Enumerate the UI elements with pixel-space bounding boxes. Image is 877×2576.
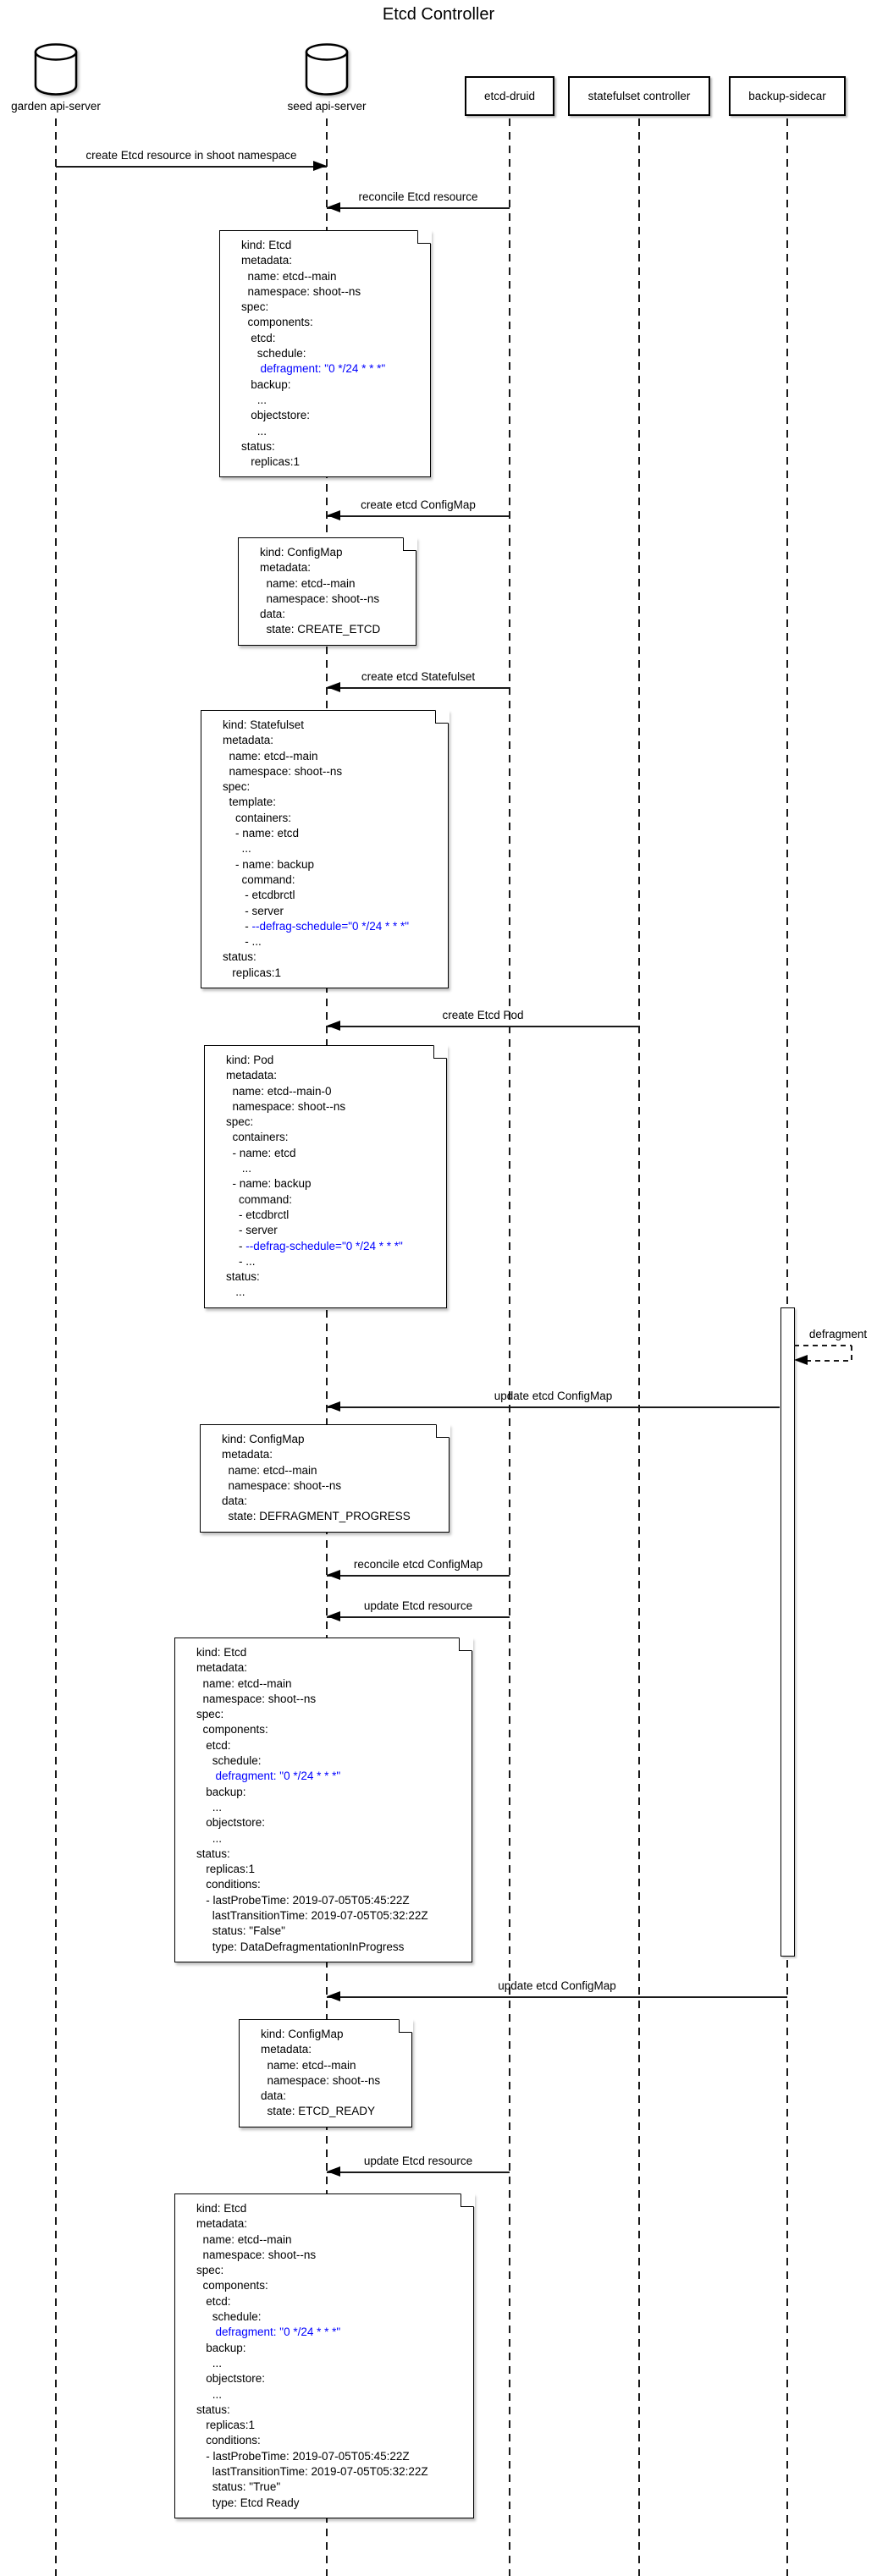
self-message-line-side-defragment [851, 1346, 852, 1361]
self-message-label-defragment: defragment [808, 1328, 868, 1340]
message-label-update-etcd-configmap-1: update etcd ConfigMap [494, 1390, 613, 1402]
database-icon-seed-api-server [303, 42, 350, 96]
message-line-update-etcd-resource-2 [327, 2171, 510, 2173]
arrowhead-update-etcd-configmap-2 [327, 1991, 340, 2001]
message-line-create-etcd-configmap [327, 515, 510, 517]
participant-etcd-druid: etcd-druid [465, 76, 554, 116]
participant-label-seed-api-server: seed api-server [287, 100, 367, 113]
note-fold-icon [433, 1044, 448, 1060]
message-label-update-etcd-resource-1: update Etcd resource [363, 1599, 473, 1612]
arrowhead-create-etcd-pod [327, 1021, 340, 1031]
message-label-update-etcd-configmap-2: update etcd ConfigMap [498, 1979, 616, 1992]
message-label-create-etcd-statefulset: create etcd Statefulset [361, 670, 476, 683]
arrowhead-create-etcd-statefulset [327, 682, 340, 692]
lifeline-etcd-druid [509, 118, 510, 2576]
arrowhead-defragment [794, 1355, 808, 1365]
arrowhead-update-etcd-resource-1 [327, 1611, 340, 1621]
note-fold-icon [434, 709, 450, 724]
message-line-update-etcd-resource-1 [327, 1616, 510, 1618]
self-message-line-top-defragment [794, 1345, 852, 1346]
arrowhead-update-etcd-configmap-1 [327, 1401, 340, 1412]
message-line-create-etcd-statefulset [327, 687, 510, 689]
arrowhead-reconcile-etcd-resource [327, 202, 340, 212]
message-label-update-etcd-resource-2: update Etcd resource [363, 2155, 473, 2167]
participant-statefulset-controller: statefulset controller [568, 76, 710, 116]
arrowhead-create-etcd-resource [313, 161, 327, 171]
note-fold-icon [398, 2018, 413, 2034]
message-line-reconcile-etcd-configmap [327, 1575, 510, 1577]
note-fold-icon [402, 537, 417, 552]
message-label-create-etcd-resource: create Etcd resource in shoot namespace [85, 149, 297, 162]
message-line-reconcile-etcd-resource [327, 207, 510, 209]
message-line-update-etcd-configmap-2 [327, 1996, 787, 1998]
message-label-create-etcd-configmap: create etcd ConfigMap [361, 498, 476, 511]
diagram-title: Etcd Controller [382, 5, 495, 24]
participant-label-backup-sidecar: backup-sidecar [748, 90, 826, 102]
arrowhead-create-etcd-configmap [327, 510, 340, 520]
participant-label-statefulset-controller: statefulset controller [587, 90, 691, 102]
note-fold-icon [458, 1637, 473, 1652]
note-fold-icon [435, 1423, 450, 1439]
activation-bar-backup-sidecar [780, 1307, 795, 1957]
note-fold-icon [416, 229, 432, 245]
self-message-line-bottom-defragment [806, 1360, 852, 1362]
note-fold-icon [460, 2193, 475, 2208]
message-label-create-etcd-pod: create Etcd Pod [442, 1009, 524, 1021]
participant-label-etcd-druid: etcd-druid [483, 90, 536, 102]
message-label-reconcile-etcd-resource: reconcile Etcd resource [358, 190, 478, 203]
database-icon-garden-api-server [32, 42, 80, 96]
participant-label-garden-api-server: garden api-server [11, 100, 101, 113]
lifeline-seed-api-server [326, 118, 328, 2576]
message-label-reconcile-etcd-configmap: reconcile etcd ConfigMap [353, 1558, 483, 1571]
lifeline-garden-api-server [55, 118, 57, 2576]
message-line-create-etcd-pod [327, 1026, 639, 1027]
message-line-update-etcd-configmap-1 [327, 1406, 780, 1408]
message-line-create-etcd-resource [56, 166, 327, 168]
arrowhead-reconcile-etcd-configmap [327, 1570, 340, 1580]
lifeline-statefulset-controller [638, 118, 640, 2576]
participant-backup-sidecar: backup-sidecar [729, 76, 846, 116]
arrowhead-update-etcd-resource-2 [327, 2166, 340, 2177]
